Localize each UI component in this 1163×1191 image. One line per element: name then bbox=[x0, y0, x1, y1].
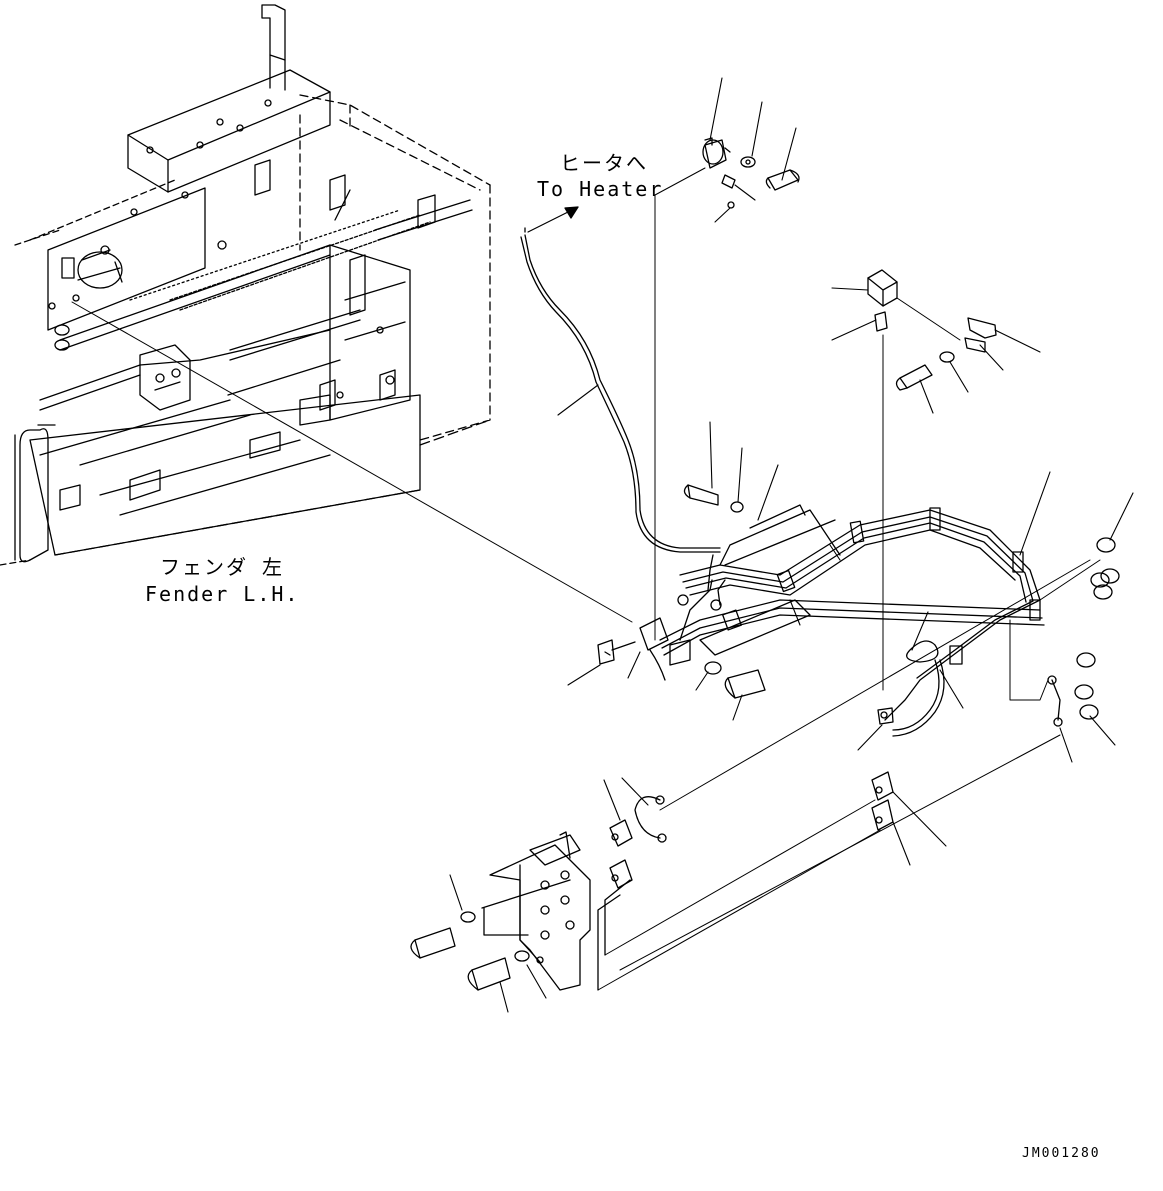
heater-cable bbox=[520, 206, 721, 553]
wire-harness bbox=[597, 484, 1120, 971]
relay-block-icon bbox=[867, 269, 997, 691]
relay-motor-icon bbox=[61, 245, 123, 289]
heater-connector-icon bbox=[654, 137, 800, 641]
fender-frame bbox=[0, 4, 633, 623]
mounting-plate bbox=[410, 771, 894, 991]
fender-label-jp: フェンダ 左 bbox=[160, 555, 285, 579]
fender-label-en: Fender L.H. bbox=[145, 582, 300, 606]
drawing-reference: JM001280 bbox=[1022, 1146, 1101, 1161]
heater-label-jp: ヒータへ bbox=[560, 151, 648, 175]
callout-leaders bbox=[449, 77, 1134, 1013]
heater-label-en: To Heater bbox=[537, 177, 664, 201]
